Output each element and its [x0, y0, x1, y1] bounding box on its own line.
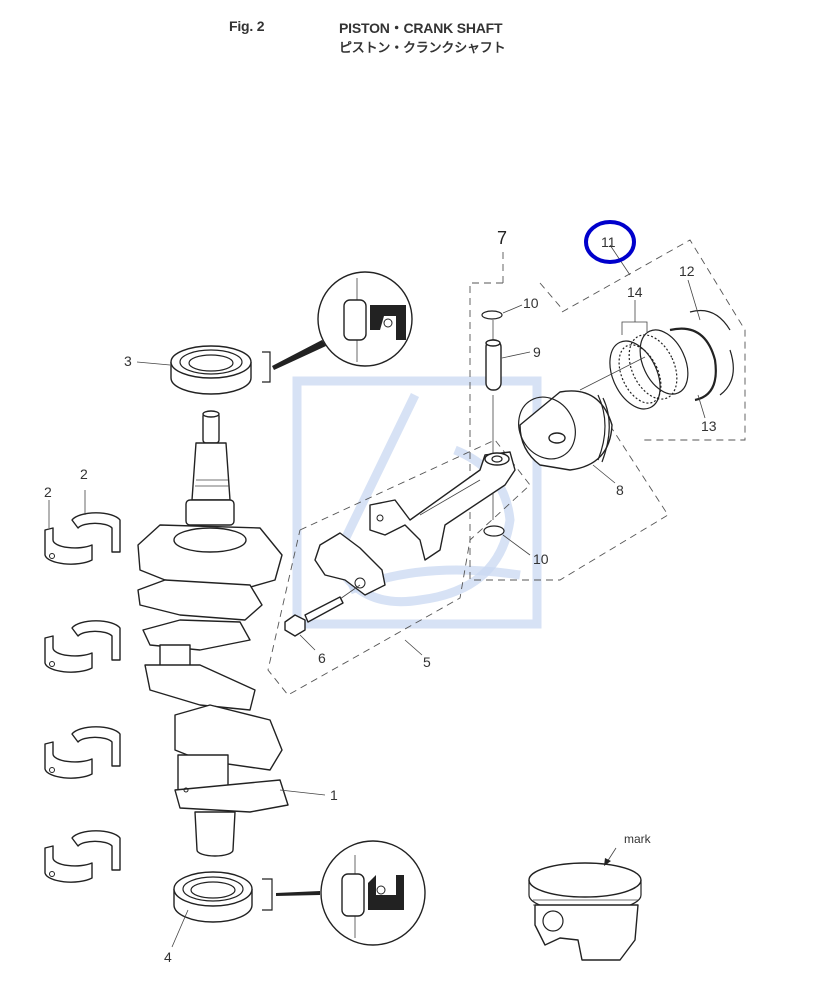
callout-4: 4 [164, 949, 172, 965]
watermark-logo [292, 376, 542, 629]
piston [518, 390, 613, 471]
piston-assy-group-box [469, 252, 564, 440]
callout-12: 12 [679, 263, 695, 279]
leader-lines [48, 279, 706, 948]
diagram-title-jp: ピストン・クランクシャフト [339, 41, 506, 56]
callout-1: 1 [330, 787, 338, 803]
callout-2: 2 [44, 484, 52, 500]
main-bearing [44, 620, 121, 673]
callout-6: 6 [318, 650, 326, 666]
conrod-group-box [267, 439, 531, 696]
oil-seal-upper [170, 340, 326, 395]
diagram-title-en: PISTON・CRANK SHAFT [339, 20, 503, 36]
piston-top-view [528, 847, 642, 961]
callout-10: 10 [533, 551, 549, 567]
top-ring [689, 309, 734, 396]
crankshaft [137, 410, 289, 857]
callout-8: 8 [616, 482, 624, 498]
callout-9: 9 [533, 344, 541, 360]
mark-label: mark [624, 832, 652, 846]
callout-11: 11 [601, 234, 616, 250]
conrod-bolt [284, 596, 344, 637]
piston-clip-lower [483, 525, 505, 537]
figure-number: Fig. 2 [229, 18, 265, 34]
connecting-rod-cap [314, 532, 386, 596]
oil-ring-set [609, 329, 689, 410]
piston-pin [485, 339, 502, 391]
highlight-circle [584, 220, 636, 264]
connecting-rod [369, 451, 516, 561]
main-bearing [44, 512, 121, 565]
callout-3: 3 [124, 353, 132, 369]
piston-clip-upper [481, 310, 503, 320]
second-ring [669, 327, 717, 402]
main-bearing [44, 830, 121, 883]
main-bearings [44, 512, 121, 883]
oil-seal-lower [173, 871, 320, 923]
main-bearing [44, 726, 121, 779]
callout-7: 7 [497, 228, 507, 248]
oil-seal-detail-lower [320, 840, 426, 946]
oil-seal-detail-upper [317, 271, 413, 367]
callout-13: 13 [701, 418, 717, 434]
callout-2: 2 [80, 466, 88, 482]
callout-14: 14 [627, 284, 643, 300]
piston-group-box [469, 409, 669, 581]
callout-5: 5 [423, 654, 431, 670]
callout-10: 10 [523, 295, 539, 311]
